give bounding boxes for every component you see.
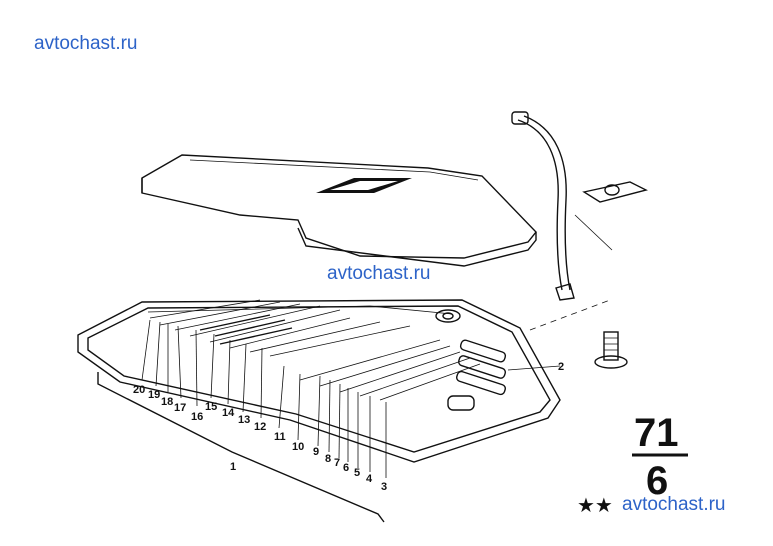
callout-10: 10 xyxy=(292,441,304,453)
callout-11: 11 xyxy=(274,431,286,443)
callout-20: 20 xyxy=(133,384,145,396)
callout-7: 7 xyxy=(334,457,340,469)
callout-13: 13 xyxy=(238,414,250,426)
callout-15: 15 xyxy=(205,401,217,413)
callout-1: 1 xyxy=(230,461,236,473)
callout-14: 14 xyxy=(222,407,235,419)
callout-4: 4 xyxy=(366,473,373,485)
stars-mark: ★★ xyxy=(577,493,613,517)
callout-19: 19 xyxy=(148,389,160,401)
callout-2: 2 xyxy=(558,361,564,373)
bolt xyxy=(529,299,628,369)
leader-lines xyxy=(141,319,561,478)
callout-labels: 1 2 3 4 5 6 7 8 9 10 11 12 13 14 15 16 1… xyxy=(133,361,564,493)
callout-3: 3 xyxy=(381,481,387,493)
subgroup-number: 6 xyxy=(646,459,668,503)
tool-tray-cover xyxy=(141,154,537,267)
watermark-bottom-right: avtochast.ru xyxy=(622,494,726,515)
callout-17: 17 xyxy=(174,402,186,414)
callout-8: 8 xyxy=(325,453,331,465)
callout-18: 18 xyxy=(161,396,173,408)
callout-9: 9 xyxy=(313,446,319,458)
catalog-group-block: 71 6 ★★ xyxy=(577,411,688,517)
tool-tray xyxy=(77,299,561,463)
watermark-top-left: avtochast.ru xyxy=(34,33,138,54)
callout-16: 16 xyxy=(191,411,203,423)
watermark-center: avtochast.ru xyxy=(327,263,431,284)
cable-assembly xyxy=(511,111,613,301)
callout-1-bracket xyxy=(97,372,385,523)
callout-5: 5 xyxy=(354,467,360,479)
group-number: 71 xyxy=(634,411,679,455)
mounting-bracket xyxy=(582,181,648,203)
callout-6: 6 xyxy=(343,462,349,474)
callout-12: 12 xyxy=(254,421,266,433)
